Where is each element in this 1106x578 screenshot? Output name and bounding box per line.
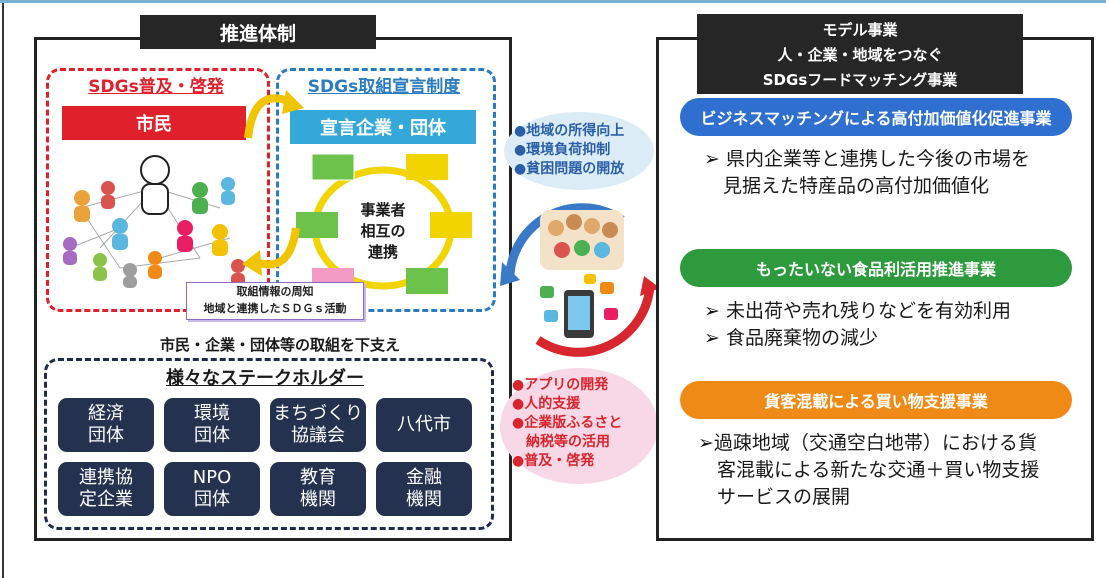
desc-line: 見据えた特産品の高付加価値化 <box>704 175 990 197</box>
sdgs-declaration-box <box>276 68 496 312</box>
stakeholders-title: 様々なステークホルダー <box>166 368 364 389</box>
stakeholder-line: 連携協 <box>79 467 133 488</box>
goals-list: ●地域の所得向上 ●環境負荷抑制 ●貧困問題の開放 <box>514 122 654 179</box>
info-line-2: 地域と連携したＳＤＧｓ活動 <box>203 302 347 315</box>
action-item: ●人的支援 <box>512 396 581 412</box>
action-item: ●アプリの開発 <box>512 377 609 393</box>
stakeholder-partner-companies: 連携協 定企業 <box>58 462 154 516</box>
stakeholder-line: 団体 <box>194 489 230 510</box>
stakeholders-box <box>44 358 494 530</box>
stakeholder-line: 協議会 <box>291 425 345 446</box>
page-top-rule <box>0 0 1106 3</box>
stakeholder-line: 経済 <box>88 403 124 424</box>
stakeholder-line: 団体 <box>194 425 230 446</box>
desc-line: ➢過疎地域（交通空白地帯）における貨 <box>698 432 1037 454</box>
stakeholder-yatsushiro-city: 八代市 <box>376 398 472 452</box>
project-food-reuse-label: もったいない食品利活用推進事業 <box>680 249 1072 287</box>
desc-line: 客混載による新たな交通＋買い物支援 <box>698 459 1040 481</box>
project-mixed-cargo-desc: ➢過疎地域（交通空白地帯）における貨 客混載による新たな交通＋買い物支援 サービ… <box>698 430 1078 511</box>
desc-line: ➢ 未出荷や売れ残りなどを有効利用 <box>704 300 1011 322</box>
cycle-line-3: 連携 <box>367 243 398 261</box>
goal-item: ●環境負荷抑制 <box>514 142 611 158</box>
cycle-line-1: 事業者 <box>360 201 406 219</box>
citizen-label: 市民 <box>62 106 246 140</box>
stakeholder-education: 教育 機関 <box>270 462 366 516</box>
declared-company-label: 宣言企業・団体 <box>290 110 476 144</box>
stakeholder-line: 機関 <box>406 489 442 510</box>
stakeholder-line: 機関 <box>300 489 336 510</box>
desc-line: ➢ 県内企業等と連携した今後の市場を <box>704 148 1030 170</box>
stakeholder-town-council: まちづくり 協議会 <box>270 398 366 452</box>
sdgs-spread-title: SDGs普及・啓発 <box>66 72 246 98</box>
citizens-crowd-illustration <box>60 148 250 288</box>
goal-item: ●地域の所得向上 <box>514 123 625 139</box>
desc-line: サービスの展開 <box>698 486 851 508</box>
sdgs-spread-box <box>46 68 270 312</box>
stakeholder-line: 環境 <box>194 403 230 424</box>
promotion-structure-title: 推進体制 <box>140 15 376 49</box>
stakeholder-line: まちづくり <box>273 403 363 424</box>
actions-bubble <box>500 368 658 484</box>
project-food-reuse-desc: ➢ 未出荷や売れ残りなどを有効利用 ➢ 食品廃棄物の減少 <box>704 298 1074 352</box>
stakeholder-economic-groups: 経済 団体 <box>58 398 154 452</box>
actions-list: ●アプリの開発 ●人的支援 ●企業版ふるさと 納税等の活用 ●普及・啓発 <box>512 376 652 471</box>
support-text: 市民・企業・団体等の取組を下支え <box>159 336 400 354</box>
sdgs-declaration-title: SDGs取組宣言制度 <box>286 72 482 98</box>
project-mixed-cargo-label: 貨客混載による買い物支援事業 <box>680 381 1072 419</box>
model-project-title: モデル事業 人・企業・地域をつなぐ SDGsフードマッチング事業 <box>697 14 1023 94</box>
stakeholder-line: NPO <box>192 467 232 488</box>
stakeholder-line: 金融 <box>406 467 442 488</box>
goal-item: ●貧困問題の開放 <box>514 161 625 177</box>
cycle-arrows-illustration <box>500 190 660 370</box>
info-sharing-box: 取組情報の周知 地域と連携したＳＤＧｓ活動 <box>186 282 364 320</box>
stakeholder-line: 八代市 <box>397 414 451 435</box>
stakeholder-environmental-groups: 環境 団体 <box>164 398 260 452</box>
action-item: ●普及・啓発 <box>512 453 595 469</box>
exchange-arrows <box>232 78 312 288</box>
model-title-line-3: SDGsフードマッチング事業 <box>762 71 958 89</box>
action-item: 納税等の活用 <box>512 434 610 450</box>
model-title-line-1: モデル事業 <box>822 21 898 39</box>
company-cooperation-cycle <box>290 150 476 300</box>
model-title-line-2: 人・企業・地域をつなぐ <box>777 46 943 64</box>
stakeholder-npo: NPO 団体 <box>164 462 260 516</box>
stakeholder-line: 定企業 <box>79 489 133 510</box>
stakeholder-line: 団体 <box>88 425 124 446</box>
cycle-line-2: 相互の <box>360 222 406 240</box>
goals-bubble <box>504 112 654 190</box>
cycle-center-text: 事業者 相互の 連携 <box>348 200 418 263</box>
stakeholder-finance: 金融 機関 <box>376 462 472 516</box>
project-business-matching-label: ビジネスマッチングによる高付加価値化促進事業 <box>680 98 1072 136</box>
page-left-rule <box>2 0 4 578</box>
info-line-1: 取組情報の周知 <box>236 285 314 298</box>
project-business-matching-desc: ➢ 県内企業等と連携した今後の市場を 見据えた特産品の高付加価値化 <box>704 146 1074 200</box>
action-item: ●企業版ふるさと <box>512 415 623 431</box>
desc-line: ➢ 食品廃棄物の減少 <box>704 327 878 349</box>
stakeholder-line: 教育 <box>300 467 336 488</box>
